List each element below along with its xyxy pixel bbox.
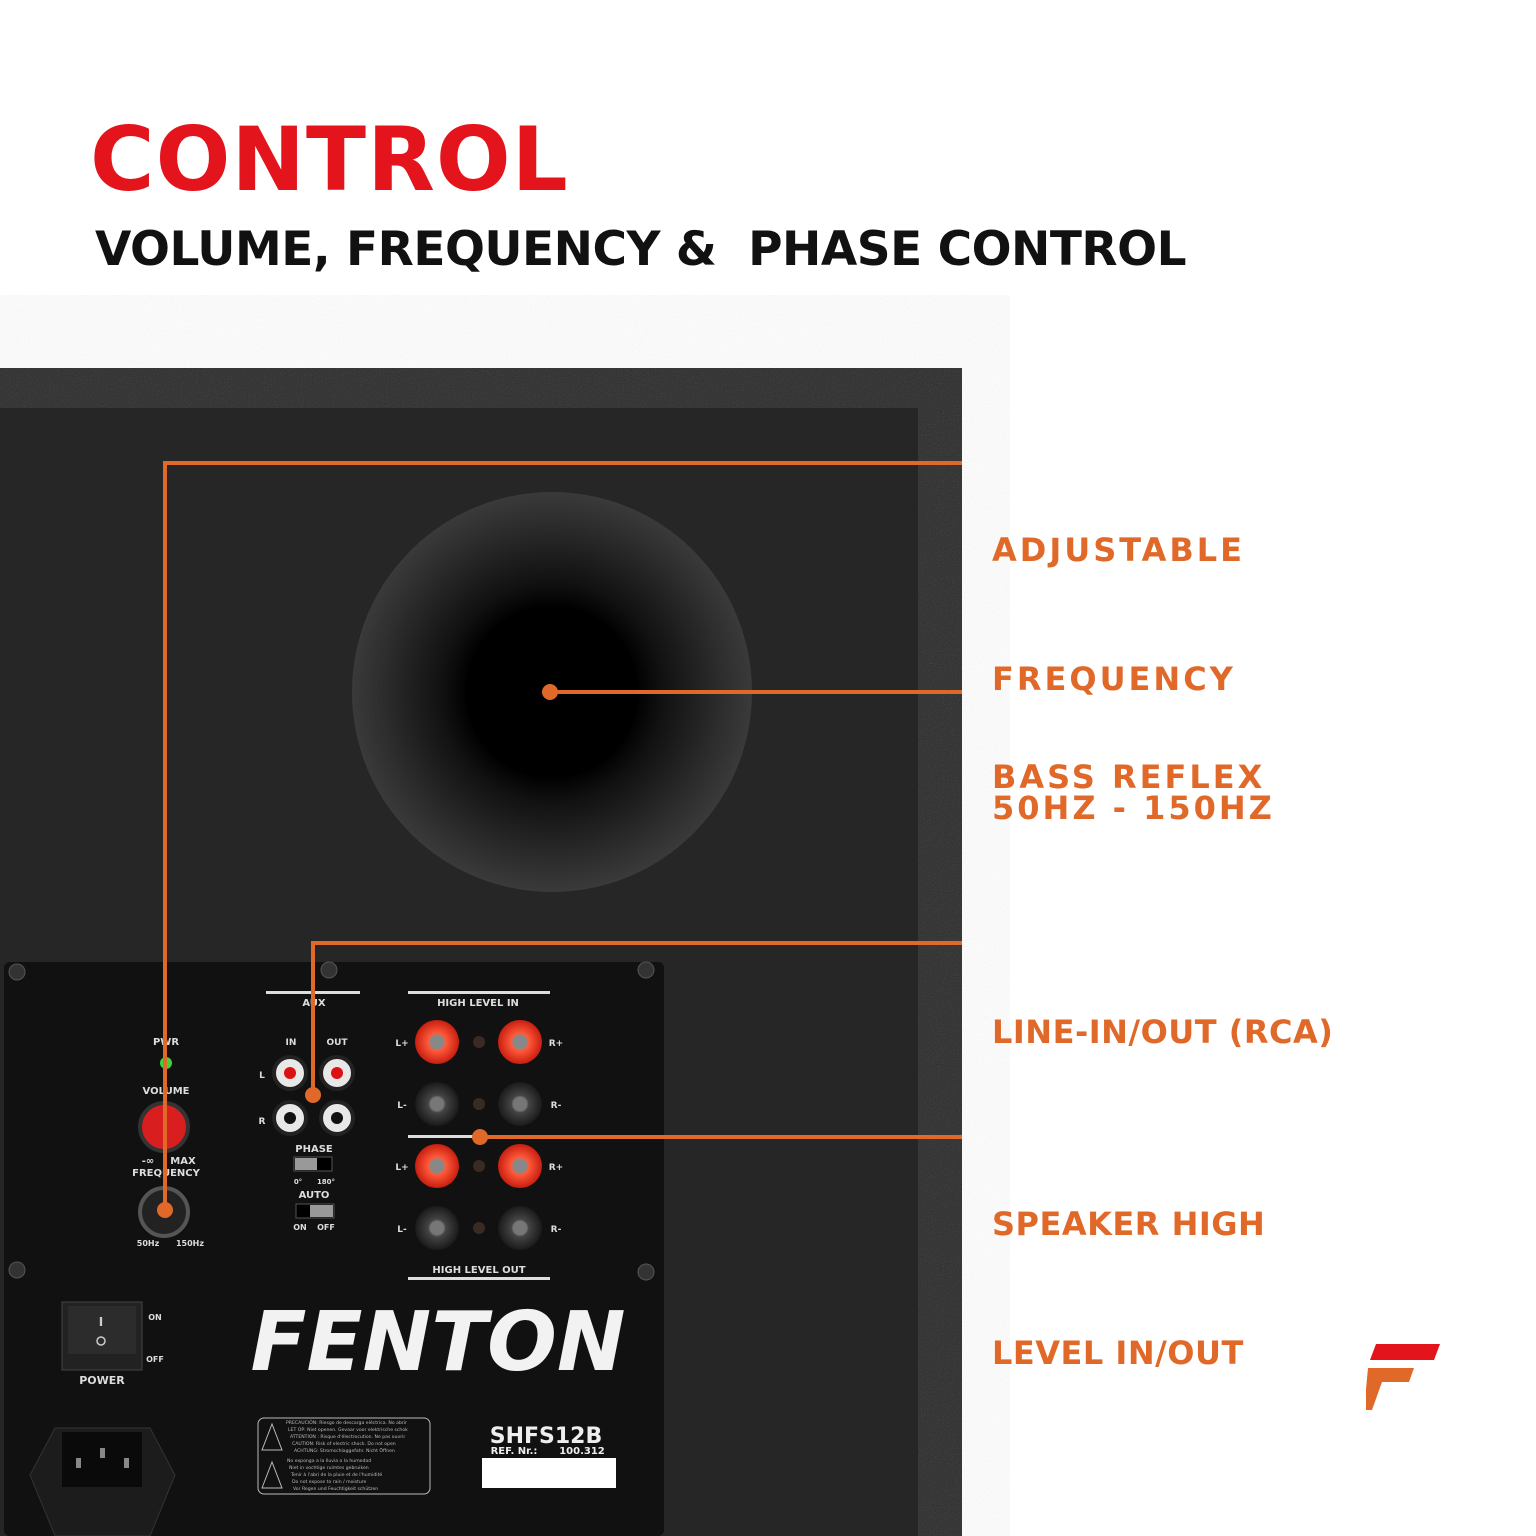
auto-off-label: OFF — [317, 1223, 335, 1232]
callout-lines — [163, 461, 962, 1210]
phase-180-label: 180° — [317, 1178, 335, 1186]
callout-frequency-line2: FREQUENCY — [992, 660, 1236, 698]
caution-warning-icon — [261, 1460, 283, 1489]
ref-label: REF. Nr.: — [491, 1446, 538, 1457]
model-number: SHFS12B — [490, 1424, 603, 1449]
post-in-rminus[interactable] — [498, 1082, 542, 1126]
page-subtitle: VOLUME, FREQUENCY & PHASE CONTROL — [95, 222, 1187, 277]
post-out-rminus[interactable] — [498, 1206, 542, 1250]
page-title: CONTROL — [90, 108, 569, 211]
callout-bass-reflex: BASS REFLEX — [992, 670, 1265, 842]
svg-text:PRECAUCIÓN: Riesgo de descarga: PRECAUCIÓN: Riesgo de descarga eléctrica… — [286, 1419, 407, 1426]
aux-in-label: IN — [286, 1038, 297, 1048]
volume-min-label: -∞ — [142, 1156, 154, 1167]
rca-jacks — [272, 1055, 355, 1136]
callout-line-rca — [311, 941, 962, 1095]
callout-rca-line1: LINE-IN/OUT (RCA) — [992, 1013, 1334, 1051]
callout-frequency-line1: ADJUSTABLE — [992, 531, 1246, 569]
callout-bass-reflex-line1: BASS REFLEX — [992, 758, 1266, 796]
aux-out-label: OUT — [326, 1038, 348, 1048]
svg-text:Niet in vochtige ruimtes gebru: Niet in vochtige ruimtes gebruiken — [289, 1465, 369, 1471]
in-lminus-label: L- — [397, 1101, 407, 1111]
warning-label — [257, 1417, 431, 1495]
out-rplus-label: R+ — [549, 1163, 563, 1173]
in-rplus-label: R+ — [549, 1039, 563, 1049]
post-out-rplus[interactable] — [498, 1144, 542, 1188]
post-in-rplus[interactable] — [498, 1020, 542, 1064]
callout-frequency-line3: 50HZ - 150HZ — [992, 789, 1275, 827]
fenton-logo — [1366, 1344, 1440, 1410]
svg-text:ATTENTION : Risque d'électrocu: ATTENTION : Risque d'électrocution. Ne p… — [290, 1433, 405, 1440]
brand-wordmark: FENTON — [251, 1295, 626, 1390]
post-out-lminus[interactable] — [415, 1206, 459, 1250]
volume-max-label: MAX — [170, 1156, 196, 1167]
frequency-min-label: 50Hz — [137, 1239, 160, 1248]
power-label: POWER — [79, 1374, 125, 1387]
svg-text:No exponga a la lluvia o la hu: No exponga a la lluvia o la humedad — [287, 1458, 371, 1464]
callout-rca: LINE-IN/OUT (RCA) — [992, 925, 1333, 1097]
svg-text:CAUTION: Risk of electric shoc: CAUTION: Risk of electric shock. Do not … — [292, 1441, 396, 1447]
post-in-lplus[interactable] — [415, 1020, 459, 1064]
power-on-label: ON — [148, 1313, 162, 1322]
in-rminus-label: R- — [551, 1101, 562, 1111]
high-level-out-label: HIGH LEVEL OUT — [432, 1265, 525, 1276]
svg-text:ACHTUNG: Stromschlaggefahr. Ni: ACHTUNG: Stromschlaggefahr. Nicht Öffnen — [294, 1447, 395, 1454]
warning-text: PRECAUCIÓN: Riesgo de descarga eléctrica… — [286, 1419, 408, 1492]
phase-0-label: 0° — [294, 1178, 302, 1186]
callout-speaker: SPEAKER HIGH LEVEL IN/OUT — [992, 1117, 1265, 1418]
out-lplus-label: L+ — [395, 1163, 408, 1173]
svg-text:I: I — [99, 1315, 103, 1329]
power-off-label: OFF — [146, 1355, 164, 1364]
frequency-max-label: 150Hz — [176, 1239, 204, 1248]
aux-r-label: R — [259, 1117, 266, 1127]
callout-frequency: ADJUSTABLE FREQUENCY 50HZ - 150HZ — [992, 443, 1275, 873]
serial-sticker — [482, 1458, 616, 1488]
aux-l-label: L — [259, 1071, 265, 1081]
post-in-lminus[interactable] — [415, 1082, 459, 1126]
svg-text:LET OP: Niet openen. Gevaar vo: LET OP: Niet openen. Gevaar voor elektri… — [288, 1427, 408, 1433]
shock-warning-icon — [261, 1422, 283, 1451]
svg-text:Tenir à l'abri de la pluie et: Tenir à l'abri de la pluie et de l'humid… — [290, 1471, 382, 1478]
auto-label: AUTO — [299, 1190, 330, 1201]
ref-number: 100.312 — [559, 1446, 605, 1457]
post-out-lplus[interactable] — [415, 1144, 459, 1188]
svg-text:Vor Regen und Feuchtigkeit sch: Vor Regen und Feuchtigkeit schützen — [293, 1486, 378, 1492]
high-level-in-label: HIGH LEVEL IN — [437, 998, 519, 1009]
out-lminus-label: L- — [397, 1225, 407, 1235]
out-rminus-label: R- — [551, 1225, 562, 1235]
auto-on-label: ON — [293, 1223, 307, 1232]
callout-line-frequency — [163, 461, 962, 1210]
screws — [8, 961, 655, 1281]
svg-text:Do not expose to rain / moistu: Do not expose to rain / moisture — [292, 1479, 367, 1485]
callout-dots — [157, 684, 558, 1218]
callout-speaker-line1: SPEAKER HIGH — [992, 1205, 1266, 1243]
in-lplus-label: L+ — [395, 1039, 408, 1049]
callout-speaker-line2: LEVEL IN/OUT — [992, 1334, 1244, 1372]
phase-label: PHASE — [295, 1144, 333, 1155]
binding-posts — [415, 1020, 542, 1250]
